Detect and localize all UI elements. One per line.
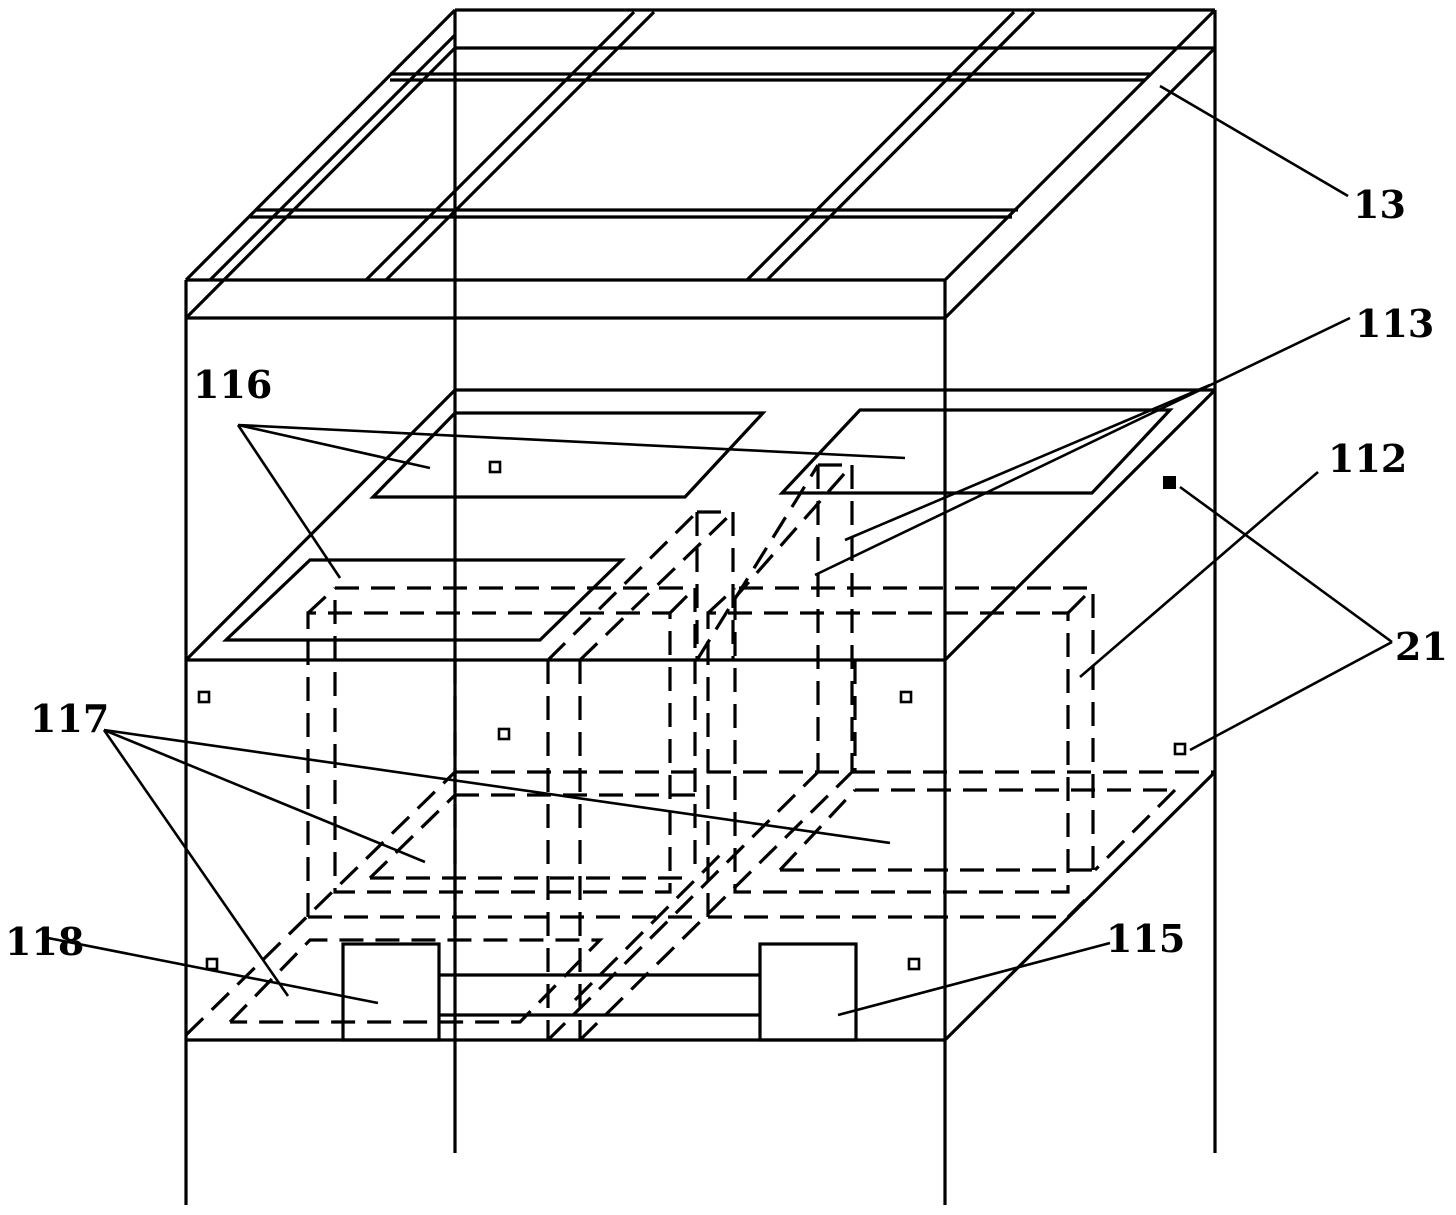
sensor-icon: [488, 460, 502, 474]
sensors-21: [197, 460, 1187, 971]
component-118: [341, 942, 441, 1042]
label-13: 13: [1353, 182, 1406, 227]
top-frame: [184, 8, 1217, 320]
label-117: 117: [30, 696, 109, 741]
sensor-icon: [197, 690, 211, 704]
sensor-icon: [205, 957, 219, 971]
sensor-icon: [1173, 742, 1187, 756]
dashed-internal: [184, 463, 1215, 1042]
label-118: 118: [5, 919, 84, 964]
bottom-components: [341, 942, 858, 1042]
component-115: [758, 942, 858, 1042]
reference-labels: 13 113 112 116 21 117 118 115: [5, 182, 1448, 964]
sensor-icon: [907, 957, 921, 971]
frame-posts: [184, 10, 1217, 1205]
sensor-icon: [1163, 476, 1176, 489]
leader-lines: [47, 84, 1393, 1017]
label-115: 115: [1106, 916, 1185, 961]
openings-116: [222, 408, 1174, 642]
sensor-icon: [497, 727, 511, 741]
label-116: 116: [193, 362, 272, 407]
label-113: 113: [1355, 301, 1434, 346]
label-21: 21: [1395, 624, 1448, 669]
sensor-icon: [899, 690, 913, 704]
label-112: 112: [1328, 436, 1407, 481]
middle-plate: [184, 388, 1217, 1042]
